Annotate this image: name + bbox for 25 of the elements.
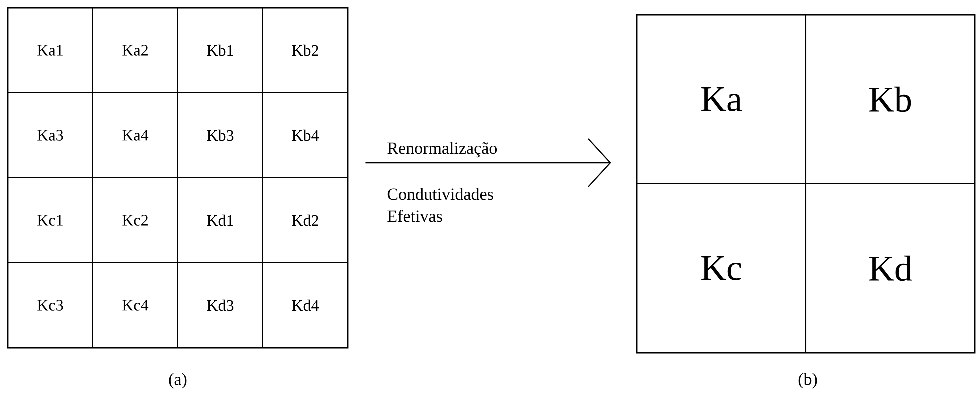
arrow	[366, 138, 612, 188]
grid-cell: Kc2	[92, 178, 178, 264]
grid-cell: Ka2	[92, 8, 178, 94]
grid-cell: Kc	[636, 184, 806, 354]
grid-cell: Kb2	[262, 8, 348, 94]
panel-label: (b)	[798, 373, 818, 389]
grid-cell: Kd4	[262, 262, 348, 348]
grid-cell: Kc3	[8, 262, 94, 348]
grid-cell: Kc4	[92, 262, 178, 348]
grid-cell: Ka1	[8, 8, 94, 94]
grid-cell: Kb4	[262, 92, 348, 178]
panel-label: (a)	[169, 373, 187, 389]
edge-label: Renormalização	[388, 142, 498, 158]
grid-cell: Kc1	[8, 178, 94, 264]
note-text: Condutividades Efetivas	[388, 188, 494, 222]
grid-cell: Kd3	[178, 262, 264, 348]
grid-cell: Kb3	[178, 92, 264, 178]
grid-cell: Ka3	[8, 92, 94, 178]
grid-cell: Kb	[806, 14, 976, 184]
grid-cell: Kb1	[178, 8, 264, 94]
grid-cell: Kd1	[178, 178, 264, 264]
grid-cell: Ka	[636, 14, 806, 184]
grid-cell: Ka4	[92, 92, 178, 178]
grid-cell: Kd2	[262, 178, 348, 264]
grid-cell: Kd	[806, 184, 976, 354]
